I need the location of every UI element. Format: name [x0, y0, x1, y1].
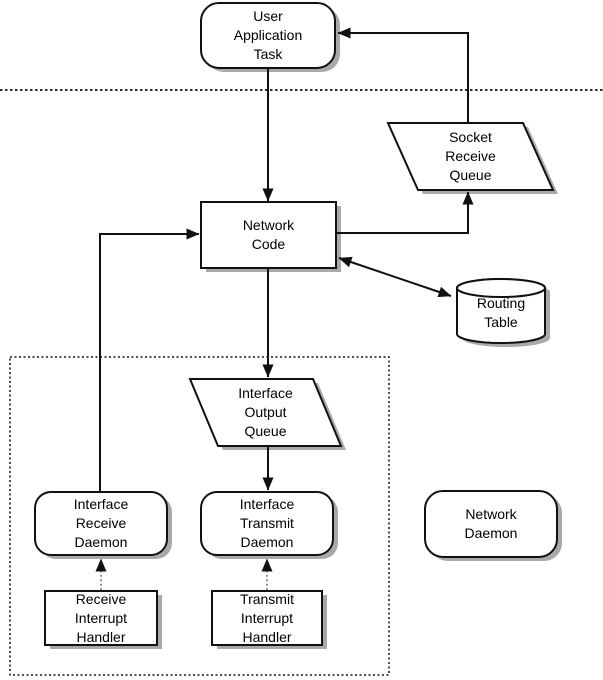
- edge-interface-receive-daemon-to-network-code: [99, 228, 200, 491]
- node-network-code: [200, 201, 337, 269]
- node-user-application-task: [200, 2, 336, 69]
- node-socket-receive-queue: [386, 122, 555, 191]
- node-interface-receive-daemon: [34, 491, 168, 556]
- node-shapes: [34, 2, 558, 646]
- node-interface-output-queue: [188, 378, 343, 447]
- node-receive-interrupt-handler: [44, 590, 158, 646]
- edge-socket-receive-queue-to-user-application-task: [337, 27, 469, 123]
- node-routing-table-top: [456, 278, 546, 298]
- node-transmit-interrupt-handler: [211, 590, 323, 646]
- interrupt-edges: [95, 558, 273, 590]
- edge-network-code-to-socket-receive-queue: [336, 191, 474, 234]
- node-network-daemon: [424, 490, 558, 558]
- edges: [99, 27, 474, 491]
- driver-region-box: [9, 356, 390, 676]
- edge-network-code-routing-table-bidirectional: [338, 256, 452, 298]
- node-interface-transmit-daemon: [200, 491, 334, 556]
